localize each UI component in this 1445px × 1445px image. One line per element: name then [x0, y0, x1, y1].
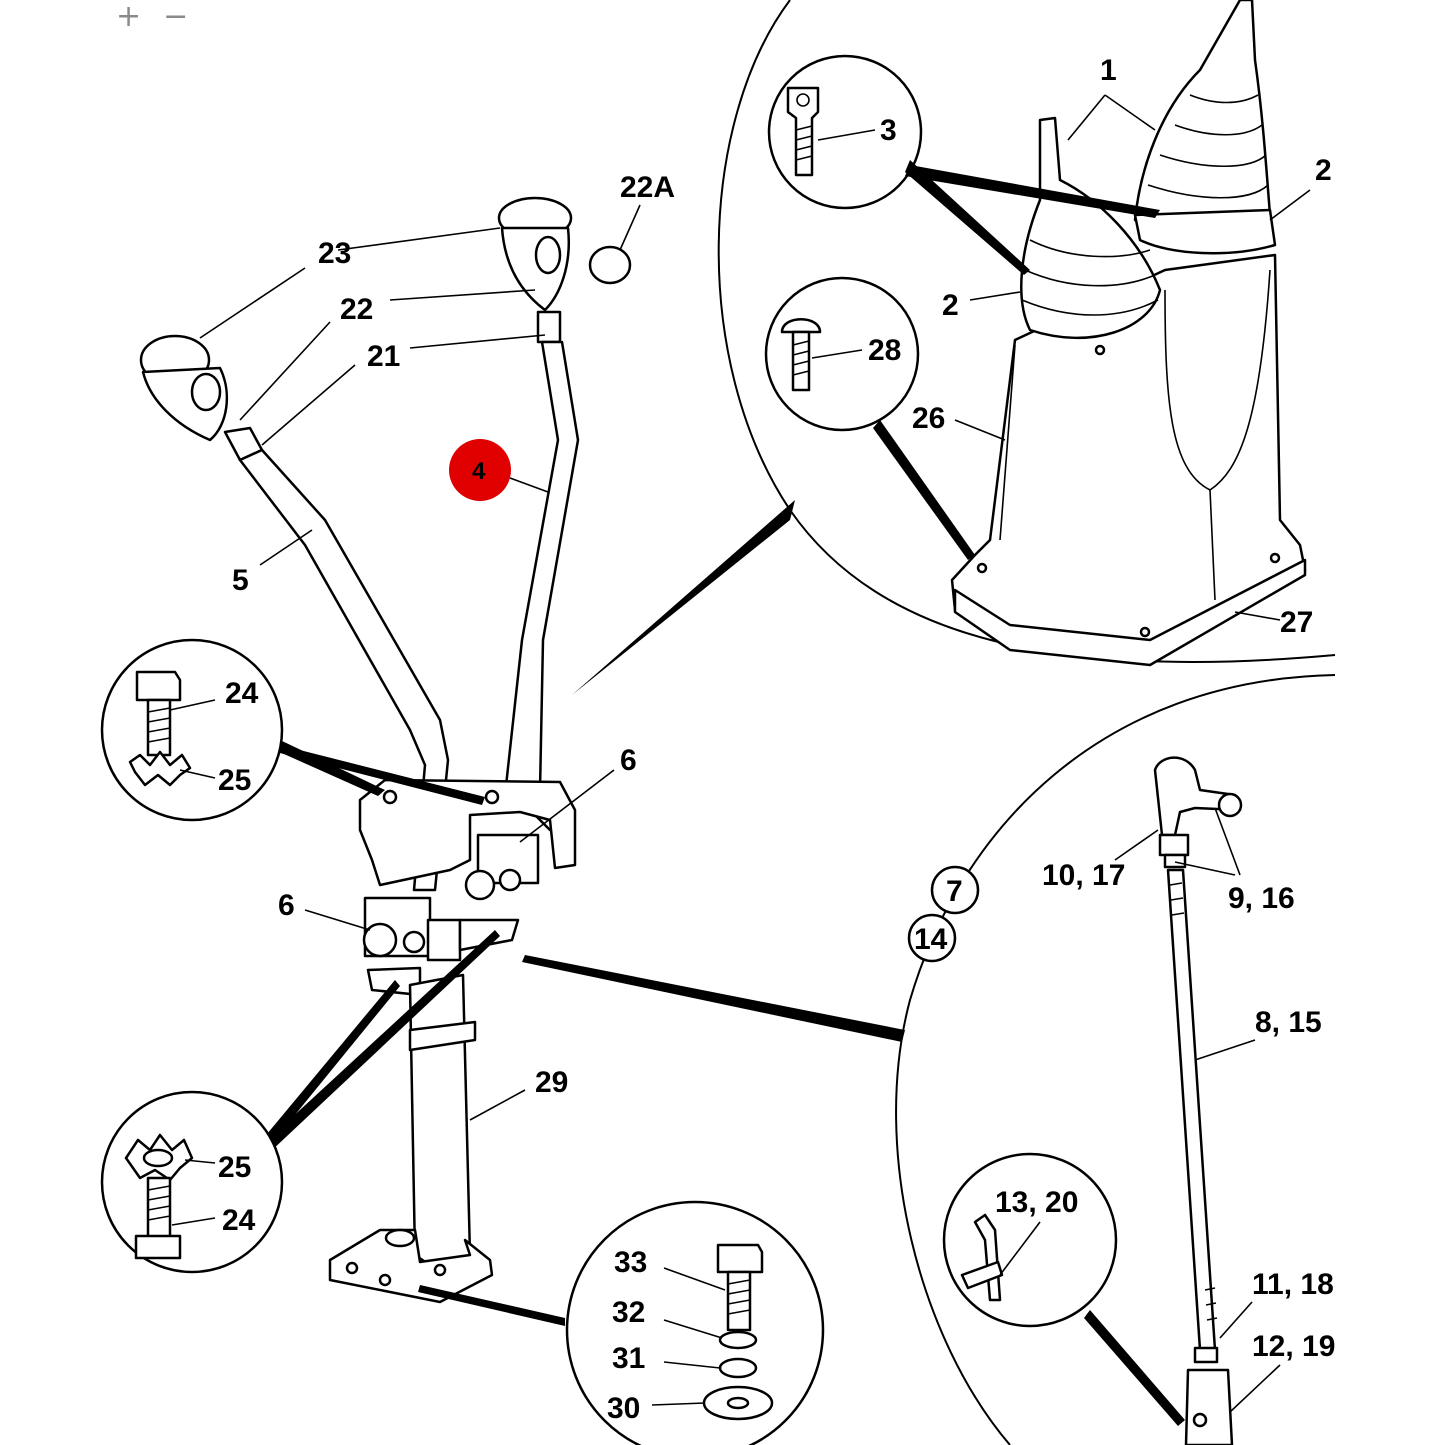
- callout-23: 23: [318, 237, 351, 270]
- cap-22a: [588, 245, 632, 285]
- callout-circle-7: [930, 865, 980, 915]
- callout-27: 27: [1280, 606, 1313, 639]
- gaiter-detail-view: [717, 0, 1336, 667]
- callout-22a: 22A: [620, 171, 675, 204]
- callout-8-15: 8, 15: [1255, 1006, 1322, 1039]
- callout-31: 31: [612, 1342, 645, 1375]
- callout-2-left: 2: [942, 289, 959, 322]
- bolt-washer-inset-bottom: [100, 1090, 284, 1274]
- callout-30: 30: [607, 1392, 640, 1425]
- callout-25-bottom: 25: [218, 1151, 251, 1184]
- zoom-in-button[interactable]: +: [116, 0, 142, 34]
- callout-24-top: 24: [225, 677, 259, 710]
- callout-circle-14: [907, 913, 957, 963]
- callout-9-16: 9, 16: [1228, 882, 1295, 915]
- callout-6-right: 6: [620, 744, 637, 777]
- callout-26: 26: [912, 402, 945, 435]
- callout-12-19: 12, 19: [1252, 1330, 1335, 1363]
- callout-1: 1: [1100, 54, 1117, 87]
- callout-22: 22: [340, 293, 373, 326]
- callout-3: 3: [880, 114, 897, 147]
- callout-10-17: 10, 17: [1042, 859, 1125, 892]
- hotspot-label: 4: [472, 458, 486, 485]
- bolt-washer-inset-top: [100, 638, 284, 822]
- callout-21: 21: [367, 340, 400, 373]
- screw-28-inset: [764, 276, 920, 432]
- callout-28: 28: [868, 334, 901, 367]
- clip-inset: [942, 1152, 1118, 1328]
- callout-11-18: 11, 18: [1252, 1268, 1334, 1301]
- callout-6-left: 6: [278, 889, 295, 922]
- callout-13-20: 13, 20: [995, 1186, 1078, 1219]
- callout-2-right: 2: [1315, 154, 1332, 187]
- hotspot-part-4[interactable]: 4: [449, 439, 511, 501]
- bolt-stack-inset: [565, 1200, 825, 1445]
- callout-5: 5: [232, 564, 249, 597]
- gear-levers: [139, 196, 580, 1304]
- screw-3-inset: [767, 54, 923, 210]
- callout-29: 29: [535, 1066, 568, 1099]
- linkage-rod-detail-view: [895, 674, 1336, 1445]
- callout-14: 14: [914, 923, 948, 956]
- callout-7: 7: [946, 875, 963, 908]
- zoom-out-button[interactable]: −: [163, 0, 189, 34]
- callout-32: 32: [612, 1296, 645, 1329]
- callout-33: 33: [614, 1246, 647, 1279]
- callout-25-top: 25: [218, 764, 251, 797]
- callout-24-bottom: 24: [222, 1204, 256, 1237]
- zoom-controls: + −: [116, 2, 188, 32]
